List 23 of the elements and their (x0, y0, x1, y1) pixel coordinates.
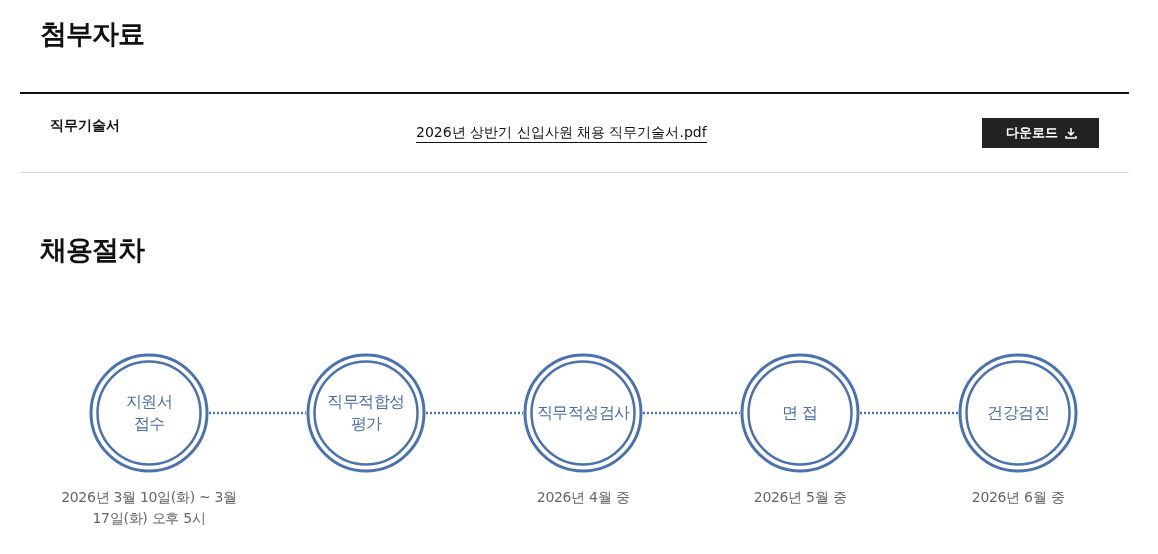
step-label: 직무적합성 평가 (326, 391, 406, 435)
dotted-connector (426, 411, 523, 415)
date-text: 2026년 5월 중 (752, 488, 848, 507)
date-text: 2026년 6월 중 (970, 488, 1066, 507)
step-circle (89, 353, 209, 473)
dotted-connector (860, 411, 958, 415)
dotted-connector (643, 411, 740, 415)
step-circle (523, 353, 643, 473)
download-button: 다운로드 (982, 118, 1099, 148)
step-label: 직무적성검사 (535, 402, 631, 424)
step-label: 지원서 접수 (124, 391, 174, 435)
step-label: 건강검진 (986, 402, 1050, 424)
date-text: 2026년 3월 10일(화) ~ 3월 17일(화) 오후 5시 (60, 488, 238, 528)
step-circle (740, 353, 860, 473)
step-label: 면 접 (781, 402, 819, 424)
file-link: 2026년 상반기 신입사원 채용 직무기술서.pdf (416, 123, 707, 143)
section-heading: 첨부자료 (40, 17, 144, 51)
row-label: 직무기술서 (50, 117, 120, 135)
step-circle (306, 353, 426, 473)
date-text: 2026년 4월 중 (535, 488, 631, 507)
step-circle (958, 353, 1078, 473)
dotted-connector (209, 411, 306, 415)
section-heading: 채용절차 (40, 233, 144, 267)
